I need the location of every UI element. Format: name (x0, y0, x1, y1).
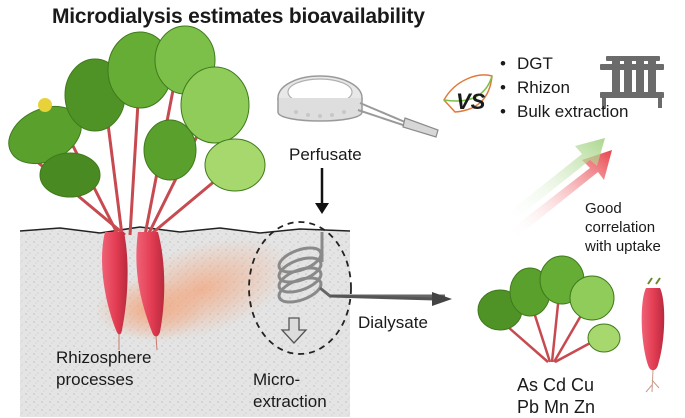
dialysate-arrow (329, 294, 436, 301)
correlation-label-line2: correlation (585, 219, 656, 236)
metals-line2: Pb Mn Zn (517, 396, 596, 417)
method-item: Rhizon (500, 78, 629, 102)
radish-plant-small (477, 255, 621, 364)
perfusate-label: Perfusate (289, 145, 362, 164)
microdialysis-zone (248, 221, 352, 355)
radish-plant-large (8, 25, 266, 351)
method-item: Bulk extraction (500, 102, 629, 126)
rhizosphere-label-line2: processes (56, 370, 134, 389)
page-title: Microdialysis estimates bioavailability (52, 5, 425, 28)
vs-label: VS (456, 89, 486, 114)
microdialysis-probe-icon (277, 75, 439, 138)
method-item: DGT (500, 54, 629, 78)
down-arrow-icon (280, 317, 308, 344)
correlation-label-line3: with uptake (585, 238, 661, 255)
metals-line1: As Cd Cu (517, 375, 595, 395)
gradient-arrow-icon (504, 138, 612, 236)
dialysate-label: Dialysate (358, 313, 428, 332)
microextraction-label-line1: Micro- (253, 370, 301, 389)
perfusate-arrow (315, 168, 329, 214)
rhizosphere-label-line1: Rhizosphere (56, 348, 152, 367)
radish-root-icon (641, 277, 665, 393)
microextraction-label-line2: extraction (253, 392, 327, 411)
metals-list: As Cd Cu Pb Mn Zn (517, 375, 595, 418)
correlation-label-line1: Good (585, 200, 622, 217)
methods-list: DGT Rhizon Bulk extraction (500, 54, 629, 126)
